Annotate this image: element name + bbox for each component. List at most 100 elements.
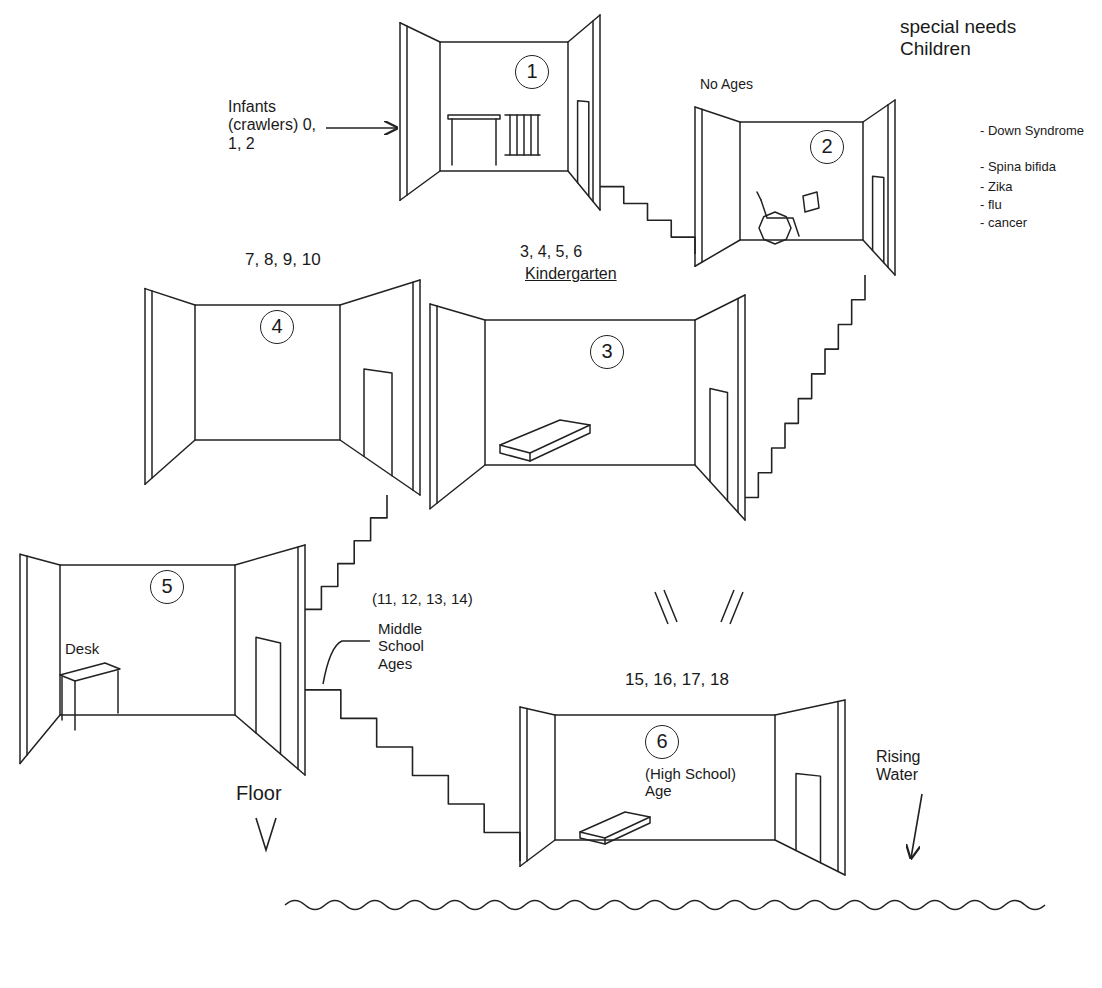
sketch-note: Rising Water xyxy=(876,748,956,785)
text-holder: 3, 4, 5, 6 xyxy=(520,243,582,261)
room-sketch-line xyxy=(400,23,440,42)
room-sketch-line xyxy=(429,304,431,509)
room-sketch-line xyxy=(775,840,845,875)
room-sketch-line xyxy=(440,42,568,171)
room-sketch-line xyxy=(144,289,146,485)
room-number: 6 xyxy=(645,725,679,759)
room-sketch-line xyxy=(500,420,590,453)
room-sketch-line xyxy=(195,305,340,440)
text-holder: 6 xyxy=(645,725,679,759)
room-sketch-line xyxy=(568,15,600,42)
room-sketch-line xyxy=(364,369,392,476)
text-holder: 2 xyxy=(810,130,844,164)
staircase xyxy=(305,690,520,861)
room-sketch-line xyxy=(887,105,889,268)
room-sketch-line xyxy=(796,774,821,863)
text-holder: Floor xyxy=(236,782,282,805)
room-sketch-line xyxy=(757,192,761,200)
room-number: 3 xyxy=(590,335,624,369)
room-sketch-line xyxy=(737,299,739,513)
room-number: 4 xyxy=(260,310,294,344)
room-sketch-line xyxy=(580,812,650,838)
room-sketch-line xyxy=(60,663,120,681)
room-annotation: 3, 4, 5, 6 xyxy=(520,243,582,261)
sketch-note: special needs Children xyxy=(900,16,1032,60)
room-sketch-line xyxy=(761,200,799,236)
room-annotation: 7, 8, 9, 10 xyxy=(245,250,321,270)
text-holder: 5 xyxy=(150,570,184,604)
room-sketch-line xyxy=(61,677,63,720)
room-sketch-line xyxy=(74,681,76,730)
room-sketch-line xyxy=(256,637,281,754)
room-number: 5 xyxy=(150,570,184,604)
sketch-note: - cancer xyxy=(980,216,1095,231)
sketch-note: - Down Syndrome xyxy=(980,124,1095,139)
room-box: 1 xyxy=(400,15,600,210)
room-sketch-line xyxy=(605,817,650,844)
room-sketch-line xyxy=(519,707,521,866)
room-sketch-line xyxy=(568,171,600,210)
text-holder: Rising Water xyxy=(876,748,956,785)
room-sketch-line xyxy=(844,700,846,875)
sketch-note: Middle School Ages xyxy=(378,620,450,672)
room-outline xyxy=(695,100,895,275)
room-sketch-line xyxy=(19,554,21,763)
room-sketch-line xyxy=(60,565,235,715)
room-sketch-line xyxy=(509,115,511,155)
room-number: 1 xyxy=(515,55,549,89)
sketch-note: - flu xyxy=(980,198,1095,213)
room-sketch-line xyxy=(485,320,695,465)
room-sketch-line xyxy=(235,715,305,775)
room-sketch-line xyxy=(520,707,555,715)
room-outline xyxy=(400,15,600,210)
room-sketch-line xyxy=(710,389,728,501)
text-holder: - flu xyxy=(980,198,1095,213)
room-annotation: (High School) Age xyxy=(645,765,760,800)
room-annotation: No Ages xyxy=(700,76,753,92)
room-sketch-line xyxy=(451,119,453,165)
room-sketch-line xyxy=(430,304,485,320)
room-box: 15, 16, 17, 186(High School) Age xyxy=(520,700,845,875)
room-sketch-line xyxy=(759,212,791,244)
room-sketch-line xyxy=(744,295,746,520)
room-sketch-line xyxy=(740,122,863,240)
room-sketch-line xyxy=(592,21,594,202)
water-arrow xyxy=(911,794,922,858)
room-sketch-line xyxy=(837,702,839,872)
room-outline xyxy=(520,700,845,875)
text-holder: special needs Children xyxy=(900,16,1032,60)
room-box: 3, 4, 5, 6Kindergarten3 xyxy=(430,295,745,520)
sketch-note: (11, 12, 13, 14) xyxy=(372,590,473,607)
text-holder: 1 xyxy=(515,55,549,89)
room-sketch-line xyxy=(419,280,421,495)
sketch-marks xyxy=(655,590,743,624)
room-sketch-line xyxy=(151,291,153,478)
sketch-note: - Spina bifida xyxy=(980,160,1095,175)
text-holder: (11, 12, 13, 14) xyxy=(372,590,473,607)
sketch-note: - Zika xyxy=(980,180,1095,195)
room-sketch-line xyxy=(863,100,895,122)
room-sketch-line xyxy=(530,425,590,461)
room-sketch-line xyxy=(580,832,605,844)
room-sketch-line xyxy=(873,176,884,263)
room-outline xyxy=(430,295,745,520)
staircase xyxy=(600,187,695,254)
room-sketch-line xyxy=(500,445,530,461)
text-holder: - Zika xyxy=(980,180,1095,195)
room-sketch-line xyxy=(448,115,500,119)
sketch-note: Floor xyxy=(236,782,282,805)
text-holder: - cancer xyxy=(980,216,1095,231)
room-sketch-line xyxy=(530,115,532,155)
room-annotation: Desk xyxy=(65,640,99,657)
text-holder: 4 xyxy=(260,310,294,344)
room-sketch-line xyxy=(117,671,119,713)
room-sketch-line xyxy=(578,101,589,196)
text-holder: Middle School Ages xyxy=(378,620,450,672)
room-sketch-line xyxy=(340,280,420,305)
room-sketch-line xyxy=(340,440,420,495)
text-holder: 7, 8, 9, 10 xyxy=(245,250,321,270)
room-sketch-line xyxy=(701,109,703,262)
